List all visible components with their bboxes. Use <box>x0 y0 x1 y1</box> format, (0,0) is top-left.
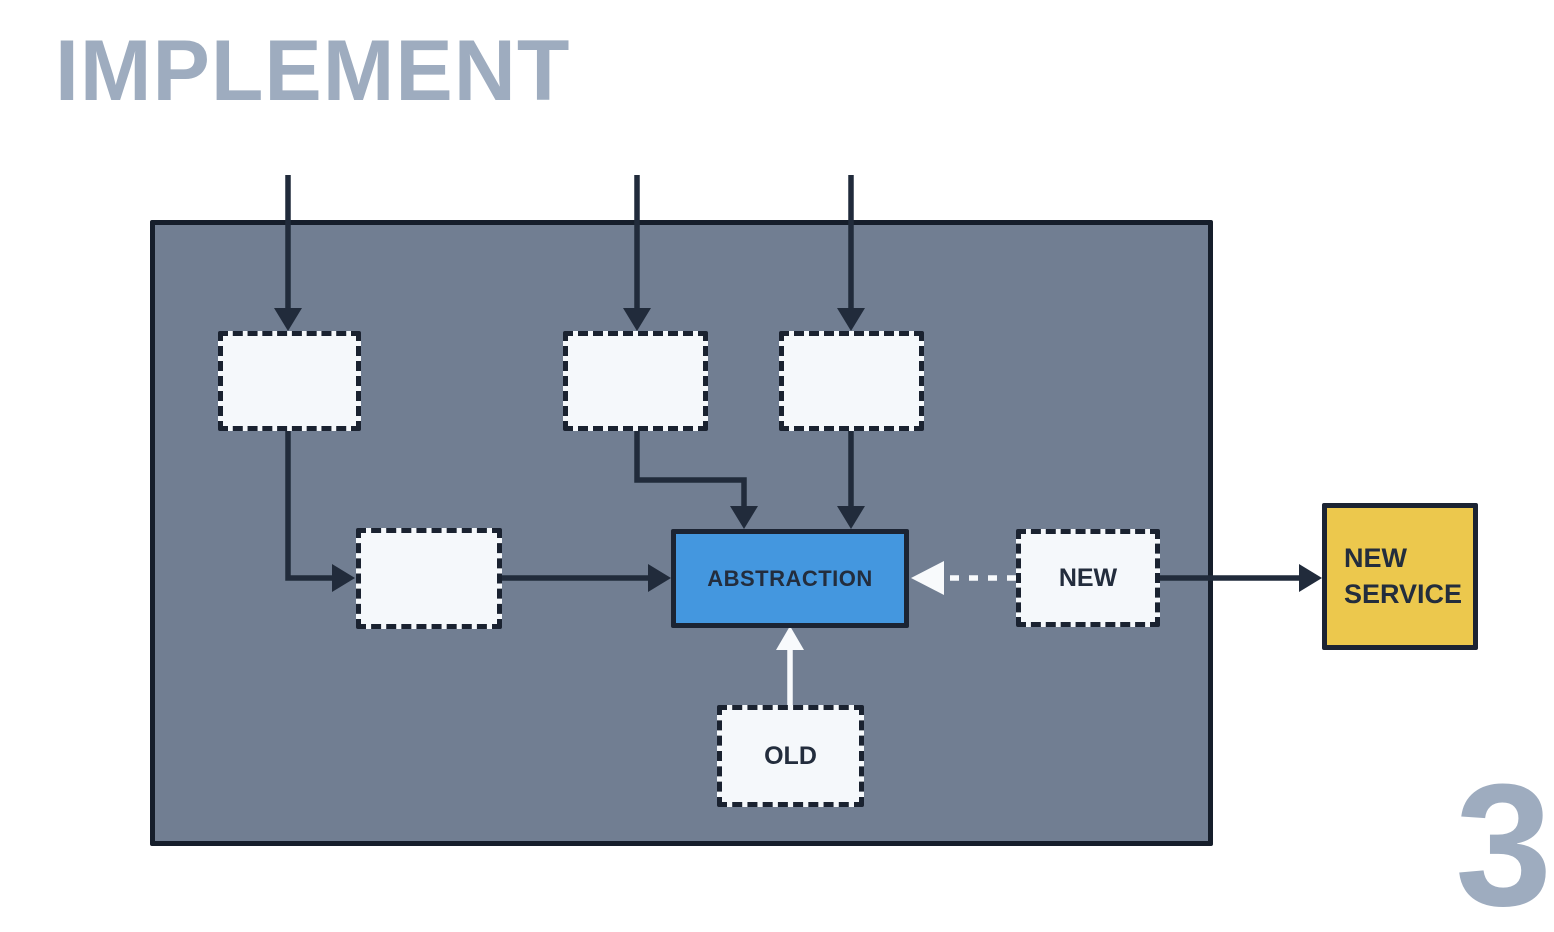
abstraction-label: ABSTRACTION <box>707 565 873 591</box>
new-service-label: NEW SERVICE <box>1344 543 1463 609</box>
node-placeholder-client-3 <box>779 331 924 431</box>
arrow-intermediate-to-abstraction-icon <box>502 564 671 592</box>
arrow-client3-to-abstraction-icon <box>837 430 865 529</box>
page-number: 3 <box>1455 747 1552 932</box>
arrow-old-to-abstraction-icon <box>776 626 804 705</box>
node-placeholder-client-2 <box>563 331 708 431</box>
slide-title: IMPLEMENT <box>55 23 571 119</box>
arrow-client1-to-intermediate-icon <box>285 430 355 592</box>
node-old: OLD <box>717 705 864 807</box>
arrow-inbound-2-icon <box>623 175 651 331</box>
new-label: NEW <box>1058 563 1118 592</box>
node-new-service: NEW SERVICE <box>1322 503 1478 650</box>
node-new: NEW <box>1016 529 1160 627</box>
arrow-inbound-3-icon <box>837 175 865 331</box>
arrow-client2-to-abstraction-icon <box>634 430 758 529</box>
arrow-new-to-new-service-icon <box>1160 564 1322 592</box>
node-placeholder-intermediate <box>356 528 502 629</box>
node-abstraction: ABSTRACTION <box>671 529 909 628</box>
arrow-new-to-abstraction-dotted-icon <box>911 561 1016 595</box>
old-label: OLD <box>764 741 817 770</box>
arrow-inbound-1-icon <box>274 175 302 331</box>
node-placeholder-client-1 <box>218 331 361 431</box>
